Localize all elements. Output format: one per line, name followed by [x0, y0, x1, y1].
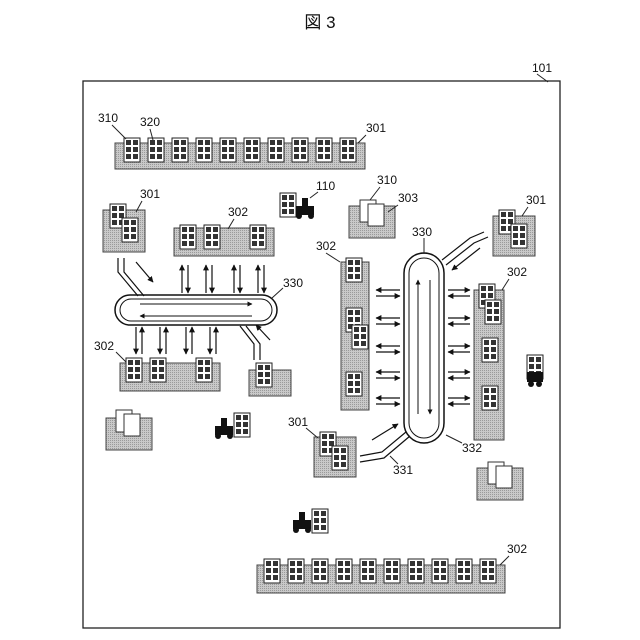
top-shelf-row	[115, 138, 365, 169]
robot-bottom	[293, 509, 328, 533]
right-conveyor-loop	[404, 253, 444, 443]
left-out-lines	[240, 325, 270, 360]
label-shelf-a-2: 301	[140, 187, 160, 201]
right-vertical-shelf	[474, 284, 504, 440]
robot-left	[215, 413, 250, 439]
left-conveyor-loop	[115, 295, 277, 325]
label-shelf-a-4: 301	[288, 415, 308, 429]
label-rack-2: 310	[377, 173, 397, 187]
label-shelf-b-3: 302	[316, 239, 336, 253]
label-robot: 110	[316, 179, 335, 193]
robot-right	[527, 355, 543, 387]
label-shelf-b-5: 302	[507, 542, 527, 556]
center-vertical-shelf	[341, 258, 369, 410]
label-rack: 310	[98, 111, 118, 125]
bottom-storage-block	[314, 432, 356, 477]
label-shelf-a: 301	[366, 121, 386, 135]
label-conveyor: 330	[283, 276, 303, 290]
label-shelf-b-2: 302	[94, 339, 114, 353]
left-up-arrows	[182, 265, 264, 293]
right-feed-lines	[442, 232, 488, 270]
label-shelf-a-3: 301	[526, 193, 546, 207]
bottom-shelf-row	[257, 559, 505, 593]
picking-station-left	[106, 410, 152, 450]
label-conveyor-in: 331	[393, 463, 413, 477]
left-storage-block	[103, 204, 145, 252]
picking-station-right	[477, 462, 523, 500]
robot-with-rack	[280, 193, 314, 219]
label-conveyor-out: 332	[462, 441, 482, 455]
label-frame: 101	[532, 61, 552, 75]
lower-left-shelf	[120, 358, 220, 391]
left-feed-lines	[118, 258, 153, 296]
label-conveyor-2: 330	[412, 225, 432, 239]
label-shelf-b: 302	[228, 205, 248, 219]
picking-station-top	[349, 200, 395, 238]
label-area: 303	[398, 191, 418, 205]
right-storage-block	[493, 210, 535, 256]
left-down-arrows	[136, 327, 216, 354]
left-output-block	[249, 363, 291, 396]
label-bin: 320	[140, 115, 160, 129]
right-in-lines	[360, 424, 410, 462]
label-shelf-b-4: 302	[507, 265, 527, 279]
upper-left-shelf	[174, 225, 274, 256]
